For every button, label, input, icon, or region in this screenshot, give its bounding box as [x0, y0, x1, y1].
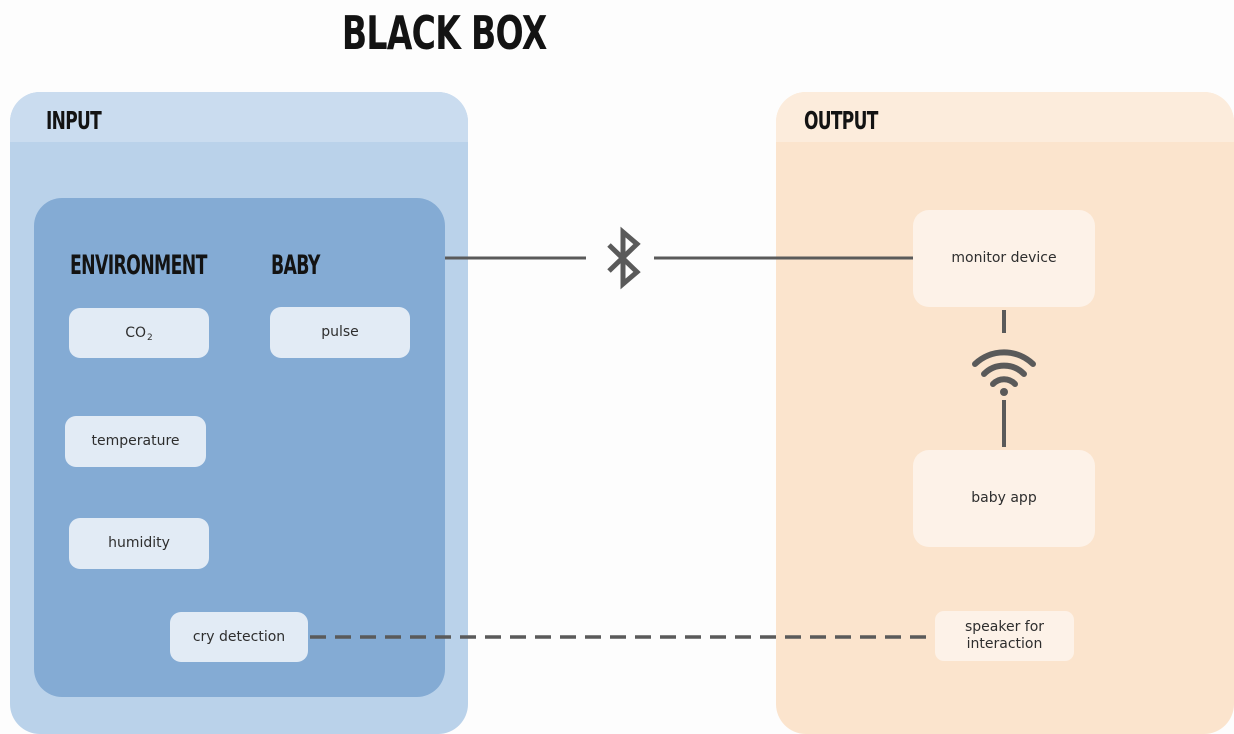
monitor-device: monitor device: [913, 210, 1095, 307]
co2-label: CO: [125, 324, 147, 341]
speaker-label: speaker for interaction: [965, 619, 1044, 653]
wifi-icon: [972, 349, 1036, 396]
speaker-label-line-1: speaker for: [964, 619, 1045, 636]
pulse-label: pulse: [321, 324, 359, 341]
baby-label: BABY: [271, 250, 320, 281]
baby-app: baby app: [913, 450, 1095, 547]
environment-label: ENVIRONMENT: [70, 250, 207, 281]
bluetooth-icon: [607, 226, 641, 290]
temperature-sensor: temperature: [65, 416, 206, 467]
humidity-label: humidity: [108, 535, 170, 552]
output-panel-header: OUTPUT: [776, 92, 1234, 142]
pulse-sensor: pulse: [270, 307, 410, 358]
cry-detection-label: cry detection: [192, 628, 286, 645]
cry-detection-sensor: cry detection: [170, 612, 308, 662]
co2-subscript: 2: [147, 332, 153, 343]
monitor-device-label: monitor device: [951, 250, 1057, 267]
input-label: INPUT: [46, 106, 102, 135]
baby-app-label: baby app: [971, 490, 1037, 507]
diagram-title: BLACK BOX: [341, 6, 547, 60]
temperature-label: temperature: [91, 433, 180, 450]
input-panel-header: INPUT: [10, 92, 468, 142]
humidity-sensor: humidity: [69, 518, 209, 569]
speaker-label-line-2: interaction: [966, 636, 1043, 652]
output-label: OUTPUT: [804, 106, 878, 135]
speaker-for-interaction: speaker for interaction: [935, 611, 1074, 661]
